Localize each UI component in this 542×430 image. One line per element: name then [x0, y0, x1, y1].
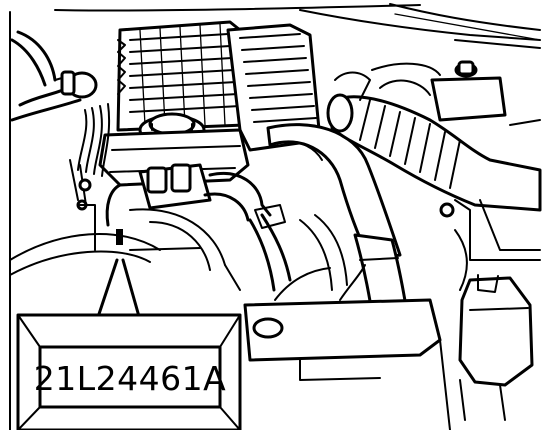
alternator	[9, 204, 241, 291]
air-intake-duct	[326, 71, 542, 212]
cam-cover	[226, 23, 322, 152]
fluid-reservoir	[458, 274, 534, 421]
vin-code-text: 21L24461A	[34, 359, 226, 398]
mounting-bracket	[239, 298, 451, 430]
coolant-reservoir	[371, 60, 541, 126]
fuel-rail	[105, 163, 286, 229]
left-hoses	[10, 30, 98, 122]
wiring-harness	[69, 103, 111, 211]
callout-pointer	[95, 229, 142, 322]
vin-label-callout: 21L24461A	[16, 313, 242, 430]
lower-pipe	[129, 247, 366, 301]
right-fender	[439, 199, 541, 291]
hood-outline	[9, 3, 541, 430]
